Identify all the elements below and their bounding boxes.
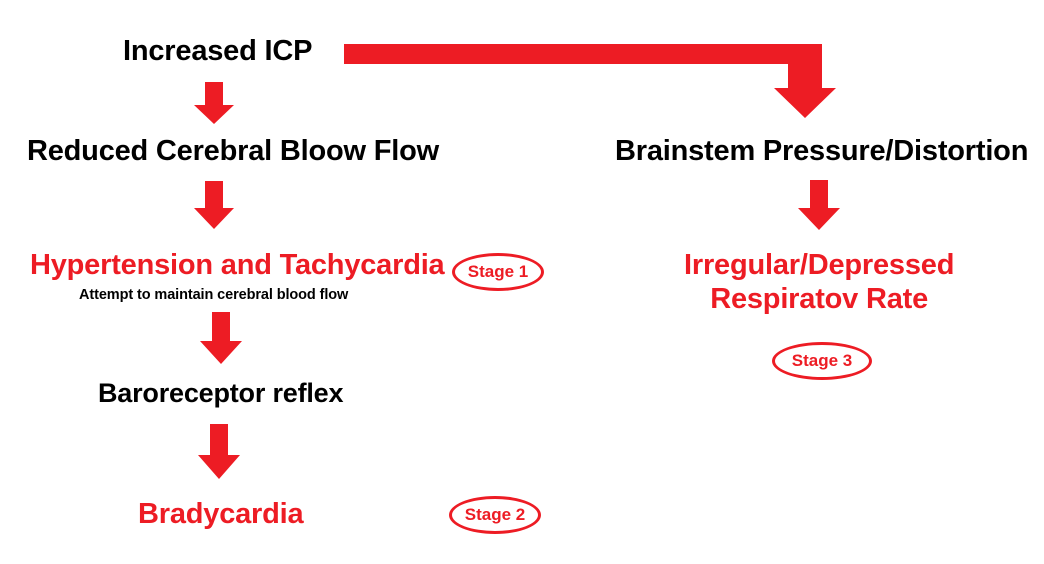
node-respiratory-line-1: Irregular/Depressed <box>684 249 955 281</box>
node-baroreceptor-reflex: Baroreceptor reflex <box>98 378 344 408</box>
badge-stage-3-label: Stage 3 <box>791 351 853 370</box>
node-irregular-depressed-respiratory-rate: Irregular/Depressed Respiratov Rate <box>684 248 954 316</box>
connector-icp-to-brainstem <box>344 40 836 122</box>
badge-stage-1-label: Stage 1 <box>467 262 529 281</box>
arrow-reduced-cbf-to-hypertension <box>194 181 234 229</box>
arrow-hypertension-to-baroreceptor <box>200 312 242 364</box>
node-increased-icp: Increased ICP <box>123 35 313 67</box>
badge-stage-1: Stage 1 <box>452 253 544 291</box>
badge-stage-3: Stage 3 <box>772 342 872 380</box>
arrow-baroreceptor-to-bradycardia <box>198 424 240 479</box>
node-hypertension-and-tachycardia: Hypertension and Tachycardia <box>30 249 445 281</box>
node-reduced-cerebral-blood-flow: Reduced Cerebral Bloow Flow <box>27 135 439 167</box>
badge-stage-2: Stage 2 <box>449 496 541 534</box>
arrow-brainstem-to-respiratory <box>798 180 840 230</box>
node-brainstem-pressure-distortion: Brainstem Pressure/Distortion <box>615 135 1029 167</box>
arrow-icp-to-reduced-cbf <box>194 82 234 124</box>
node-hypertension-subtitle: Attempt to maintain cerebral blood flow <box>79 287 349 303</box>
node-respiratory-line-2: Respiratov Rate <box>710 283 929 316</box>
badge-stage-2-label: Stage 2 <box>464 505 526 524</box>
node-bradycardia: Bradycardia <box>138 498 304 530</box>
